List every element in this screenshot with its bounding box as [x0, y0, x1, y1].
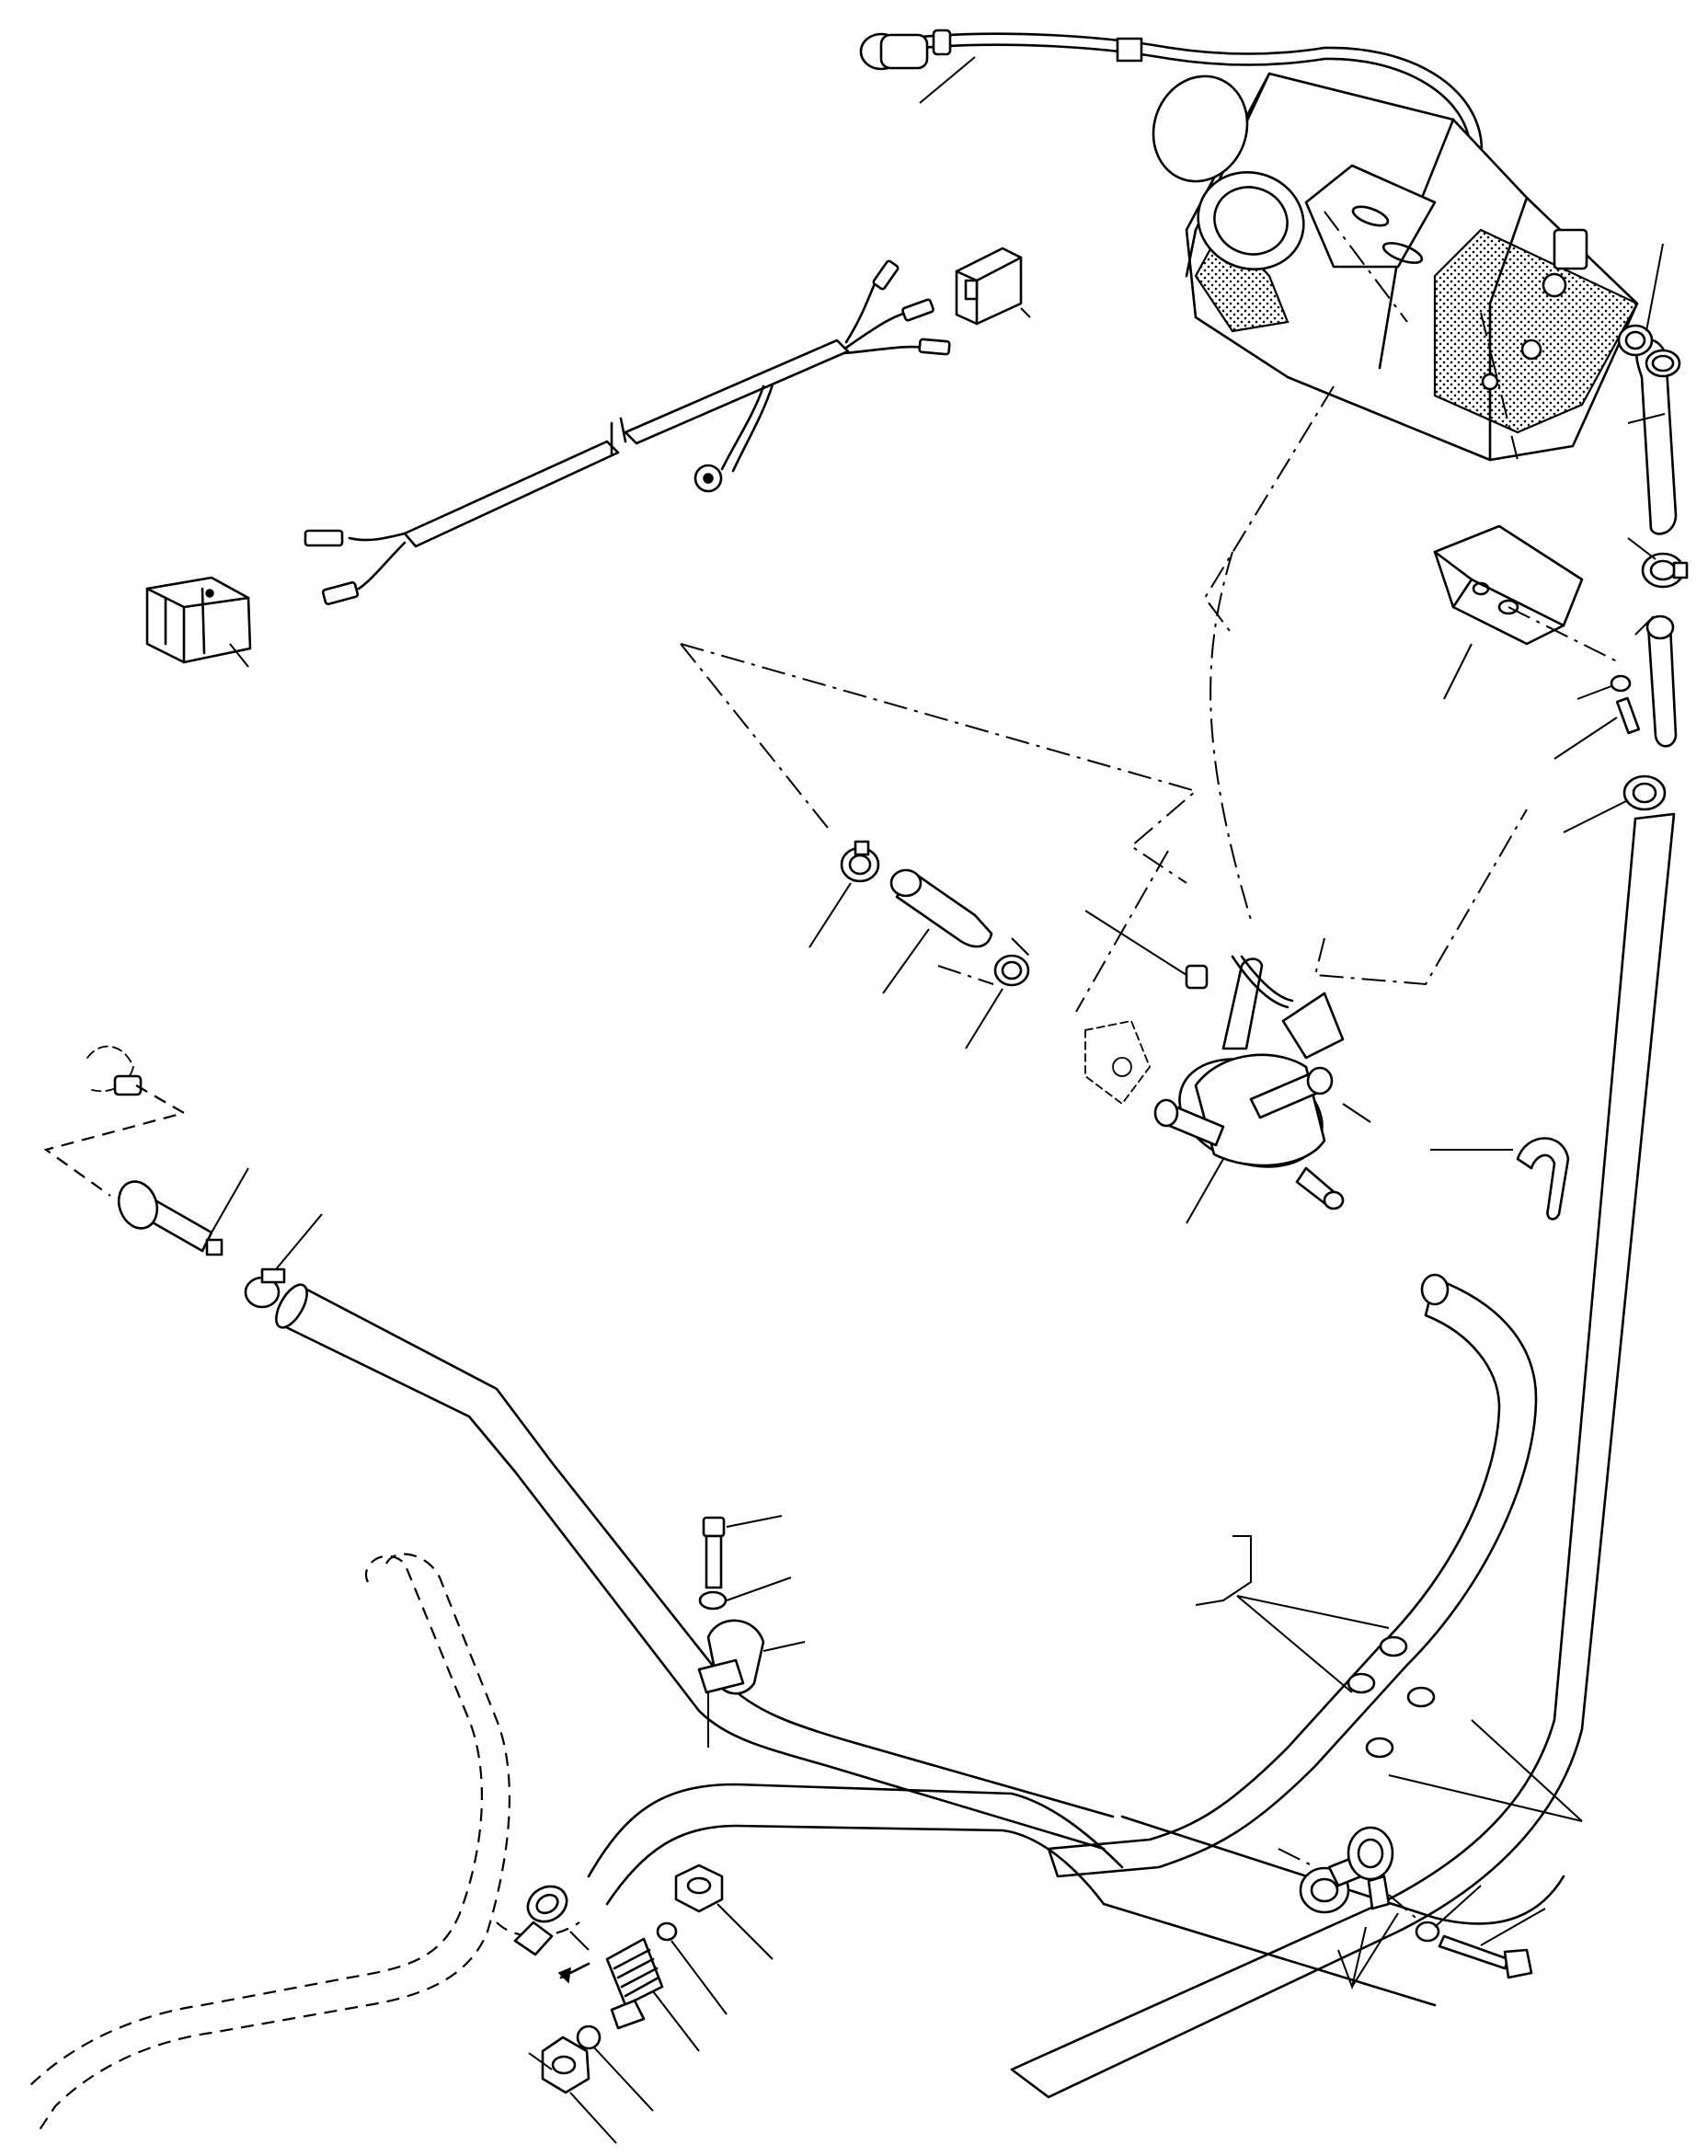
valve [1084, 958, 1371, 1224]
hose-clamp [1563, 774, 1667, 833]
assembly-line [1278, 1848, 1422, 1923]
wiring-harness [304, 259, 951, 606]
hose-joint [1102, 1902, 1437, 2007]
olive [656, 1921, 728, 2015]
clip [1430, 1137, 1570, 1221]
assembly-line [680, 643, 829, 829]
sender-adapter [43, 1045, 187, 1197]
p-clip [1337, 1826, 1399, 1990]
hose-main-lower [587, 1783, 1124, 1906]
banjo-union [513, 1885, 590, 1956]
terminal-cover [955, 247, 1031, 326]
hose-clamp [808, 840, 880, 948]
nut [528, 2036, 617, 2144]
direction-arrow [557, 1967, 571, 1984]
mounting-bracket [1433, 524, 1620, 700]
bolt [702, 1515, 783, 1589]
hose-long-return [1010, 812, 1676, 2099]
choke-cable [859, 29, 1484, 218]
hose-long-feed [1047, 1273, 1538, 1878]
hose-short [1634, 614, 1678, 748]
washer [1576, 674, 1632, 700]
bolt [1438, 1908, 1546, 1979]
adapter [605, 1937, 700, 2052]
assembly-line [1075, 850, 1169, 1013]
assembly-line [680, 643, 1198, 884]
bolt [1553, 696, 1641, 760]
union-fitting [117, 1167, 249, 1256]
olive [576, 2024, 654, 2112]
assembly-line [1011, 937, 1031, 958]
engine-hose-outline [27, 1554, 484, 2089]
assembly-line [1209, 551, 1252, 921]
assembly-line [937, 965, 994, 985]
nut [674, 1864, 774, 1960]
engine-hose-outline [36, 1553, 511, 2135]
heater-unit [1152, 72, 1639, 462]
p-clip [697, 1619, 806, 1748]
valve-cable-end [1084, 910, 1294, 1009]
hose-joint [1120, 1815, 1565, 1925]
engine-hose-outline [496, 1921, 580, 1937]
hose-clamp [1627, 537, 1689, 589]
hose-upper-right [1635, 338, 1681, 535]
hose-short [882, 868, 993, 994]
washer [698, 1577, 792, 1611]
connector-block [145, 576, 252, 668]
hose-clamp [244, 1213, 323, 1309]
hose-joint-sleeves [1195, 1535, 1583, 1822]
hose-main-upper [275, 1283, 1115, 1851]
washer [1415, 1885, 1482, 1943]
assembly-line [1313, 808, 1528, 986]
assembly-line [1203, 385, 1335, 636]
hose-clamp [965, 954, 1030, 1049]
hose-clamp [1617, 243, 1666, 424]
